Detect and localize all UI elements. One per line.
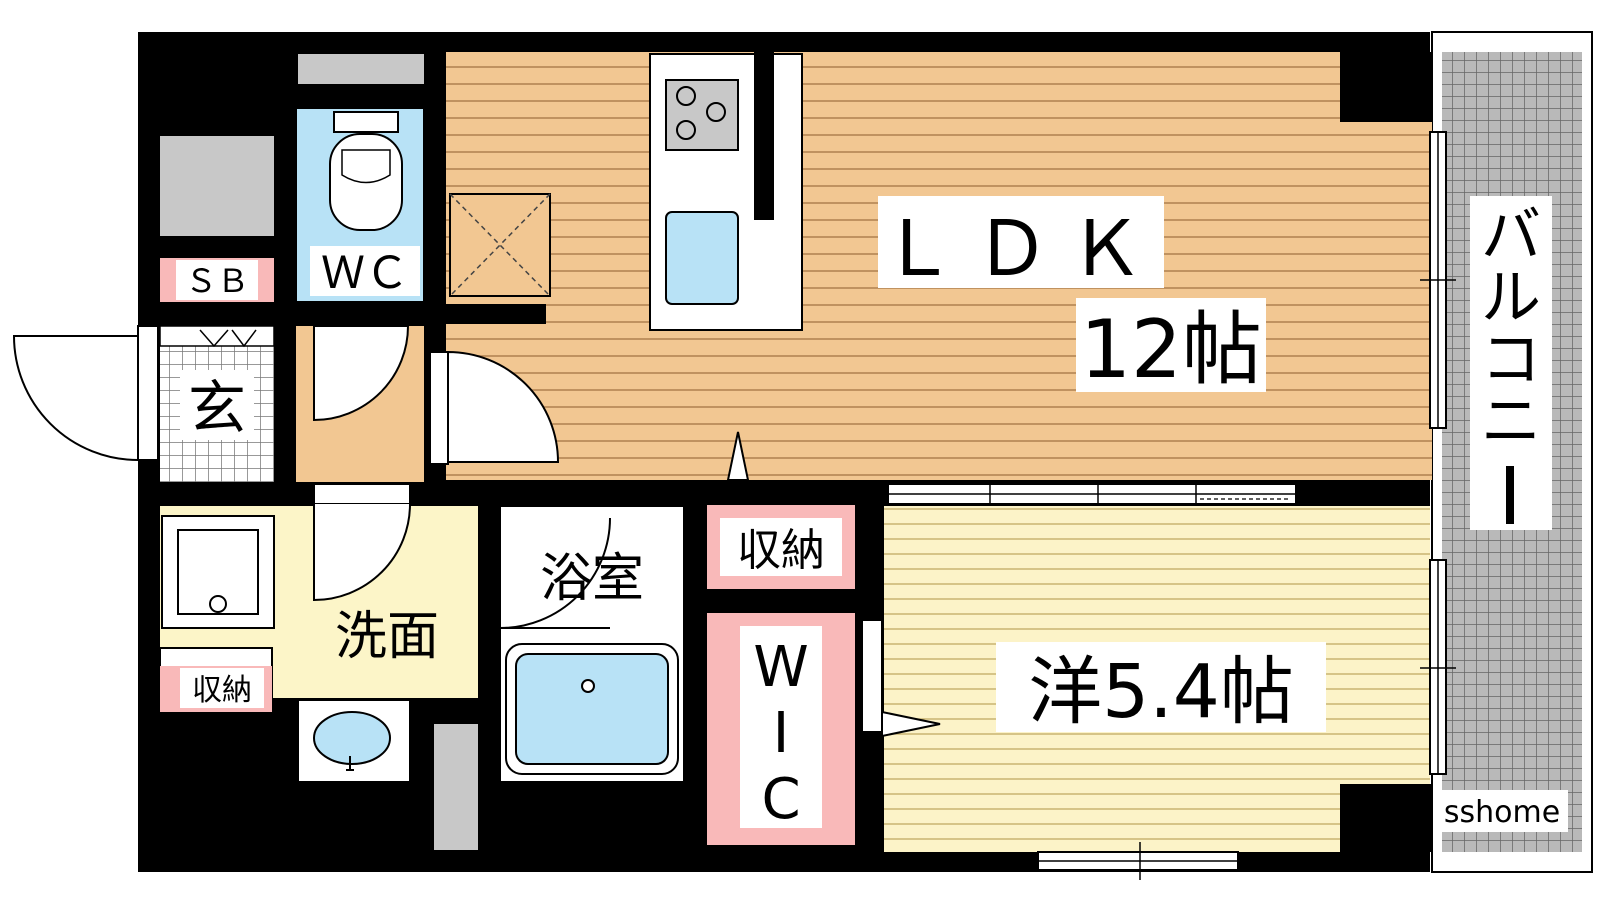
bathtub-drain (581, 679, 595, 693)
burner-icon (676, 120, 696, 140)
washer-drain (209, 595, 227, 613)
ldk-corner-wall (1340, 52, 1432, 122)
ldk-door-jamb (429, 351, 449, 465)
toilet-tank (333, 111, 399, 133)
ldk-size-bg (1076, 298, 1266, 392)
bathtub-basin (515, 653, 669, 765)
burner-icon (676, 86, 696, 106)
kitchen-sink (665, 211, 739, 305)
wic-label-bg (740, 626, 822, 828)
stove (665, 79, 739, 151)
wic-label: C (761, 767, 800, 832)
western-corner-wall (1340, 784, 1432, 852)
washroom-door-frame (313, 483, 411, 505)
wic-label: W (753, 635, 808, 700)
burner-icon (706, 102, 726, 122)
storage-door-mark (726, 431, 750, 481)
entrance-step (159, 325, 275, 347)
faucet-icon (346, 756, 354, 771)
washroom-label: 洗面 (335, 607, 439, 667)
balcony-char: ル (1481, 263, 1541, 333)
ldk-label: ＬＤＫ (880, 204, 1162, 293)
fridge-cross (449, 193, 551, 297)
gray-shaft (434, 724, 478, 850)
entrance-label: 玄 (188, 374, 246, 442)
wall-segment (446, 304, 546, 324)
bathroom-door-swing (499, 517, 611, 629)
entrance-door-jamb (137, 325, 159, 461)
ldk-label-bg (878, 196, 1164, 288)
small-storage-label: 収納 (192, 673, 252, 708)
gray-block (160, 136, 274, 236)
entrance-shoes (199, 329, 257, 348)
toilet-seat (341, 149, 391, 184)
storage-label-bg (720, 518, 842, 576)
ldk-floor-ext (1340, 122, 1432, 480)
entrance-label-bg (180, 370, 254, 440)
kitchen-partition (754, 52, 774, 220)
watermark: sshome (1444, 795, 1560, 830)
western-room-label: 洋5.4帖 (1028, 649, 1294, 735)
washroom-door-swing (313, 503, 411, 602)
balcony-char: コ (1481, 325, 1541, 395)
vanity-basin (313, 711, 391, 765)
ldk-size-label: 12帖 (1080, 303, 1262, 396)
shoe-box-label: ＳＢ (185, 262, 249, 300)
wc-label-bg (310, 246, 420, 296)
western-door-mark (881, 710, 941, 738)
wic-label: I (773, 701, 790, 766)
wc-label: ＷＣ (321, 248, 409, 299)
shoe-box-label-bg (176, 260, 258, 300)
watermark-bg (1436, 790, 1568, 832)
balcony-char: バ (1481, 201, 1541, 271)
balcony-char: ニ (1481, 387, 1541, 457)
western-room-door (861, 619, 883, 733)
balcony-char-dash (1506, 466, 1514, 524)
fridge-cross (449, 193, 551, 297)
storage-label: 収納 (737, 525, 825, 576)
wc-door-swing (313, 325, 410, 422)
wc-top-block (298, 54, 424, 84)
washroom-label-bg (320, 604, 454, 664)
ldk-door-swing (447, 350, 560, 463)
western-label-bg (996, 642, 1326, 732)
entrance-door-swing (12, 335, 139, 462)
wall-segment (434, 482, 874, 506)
small-storage-label-bg (180, 668, 264, 708)
